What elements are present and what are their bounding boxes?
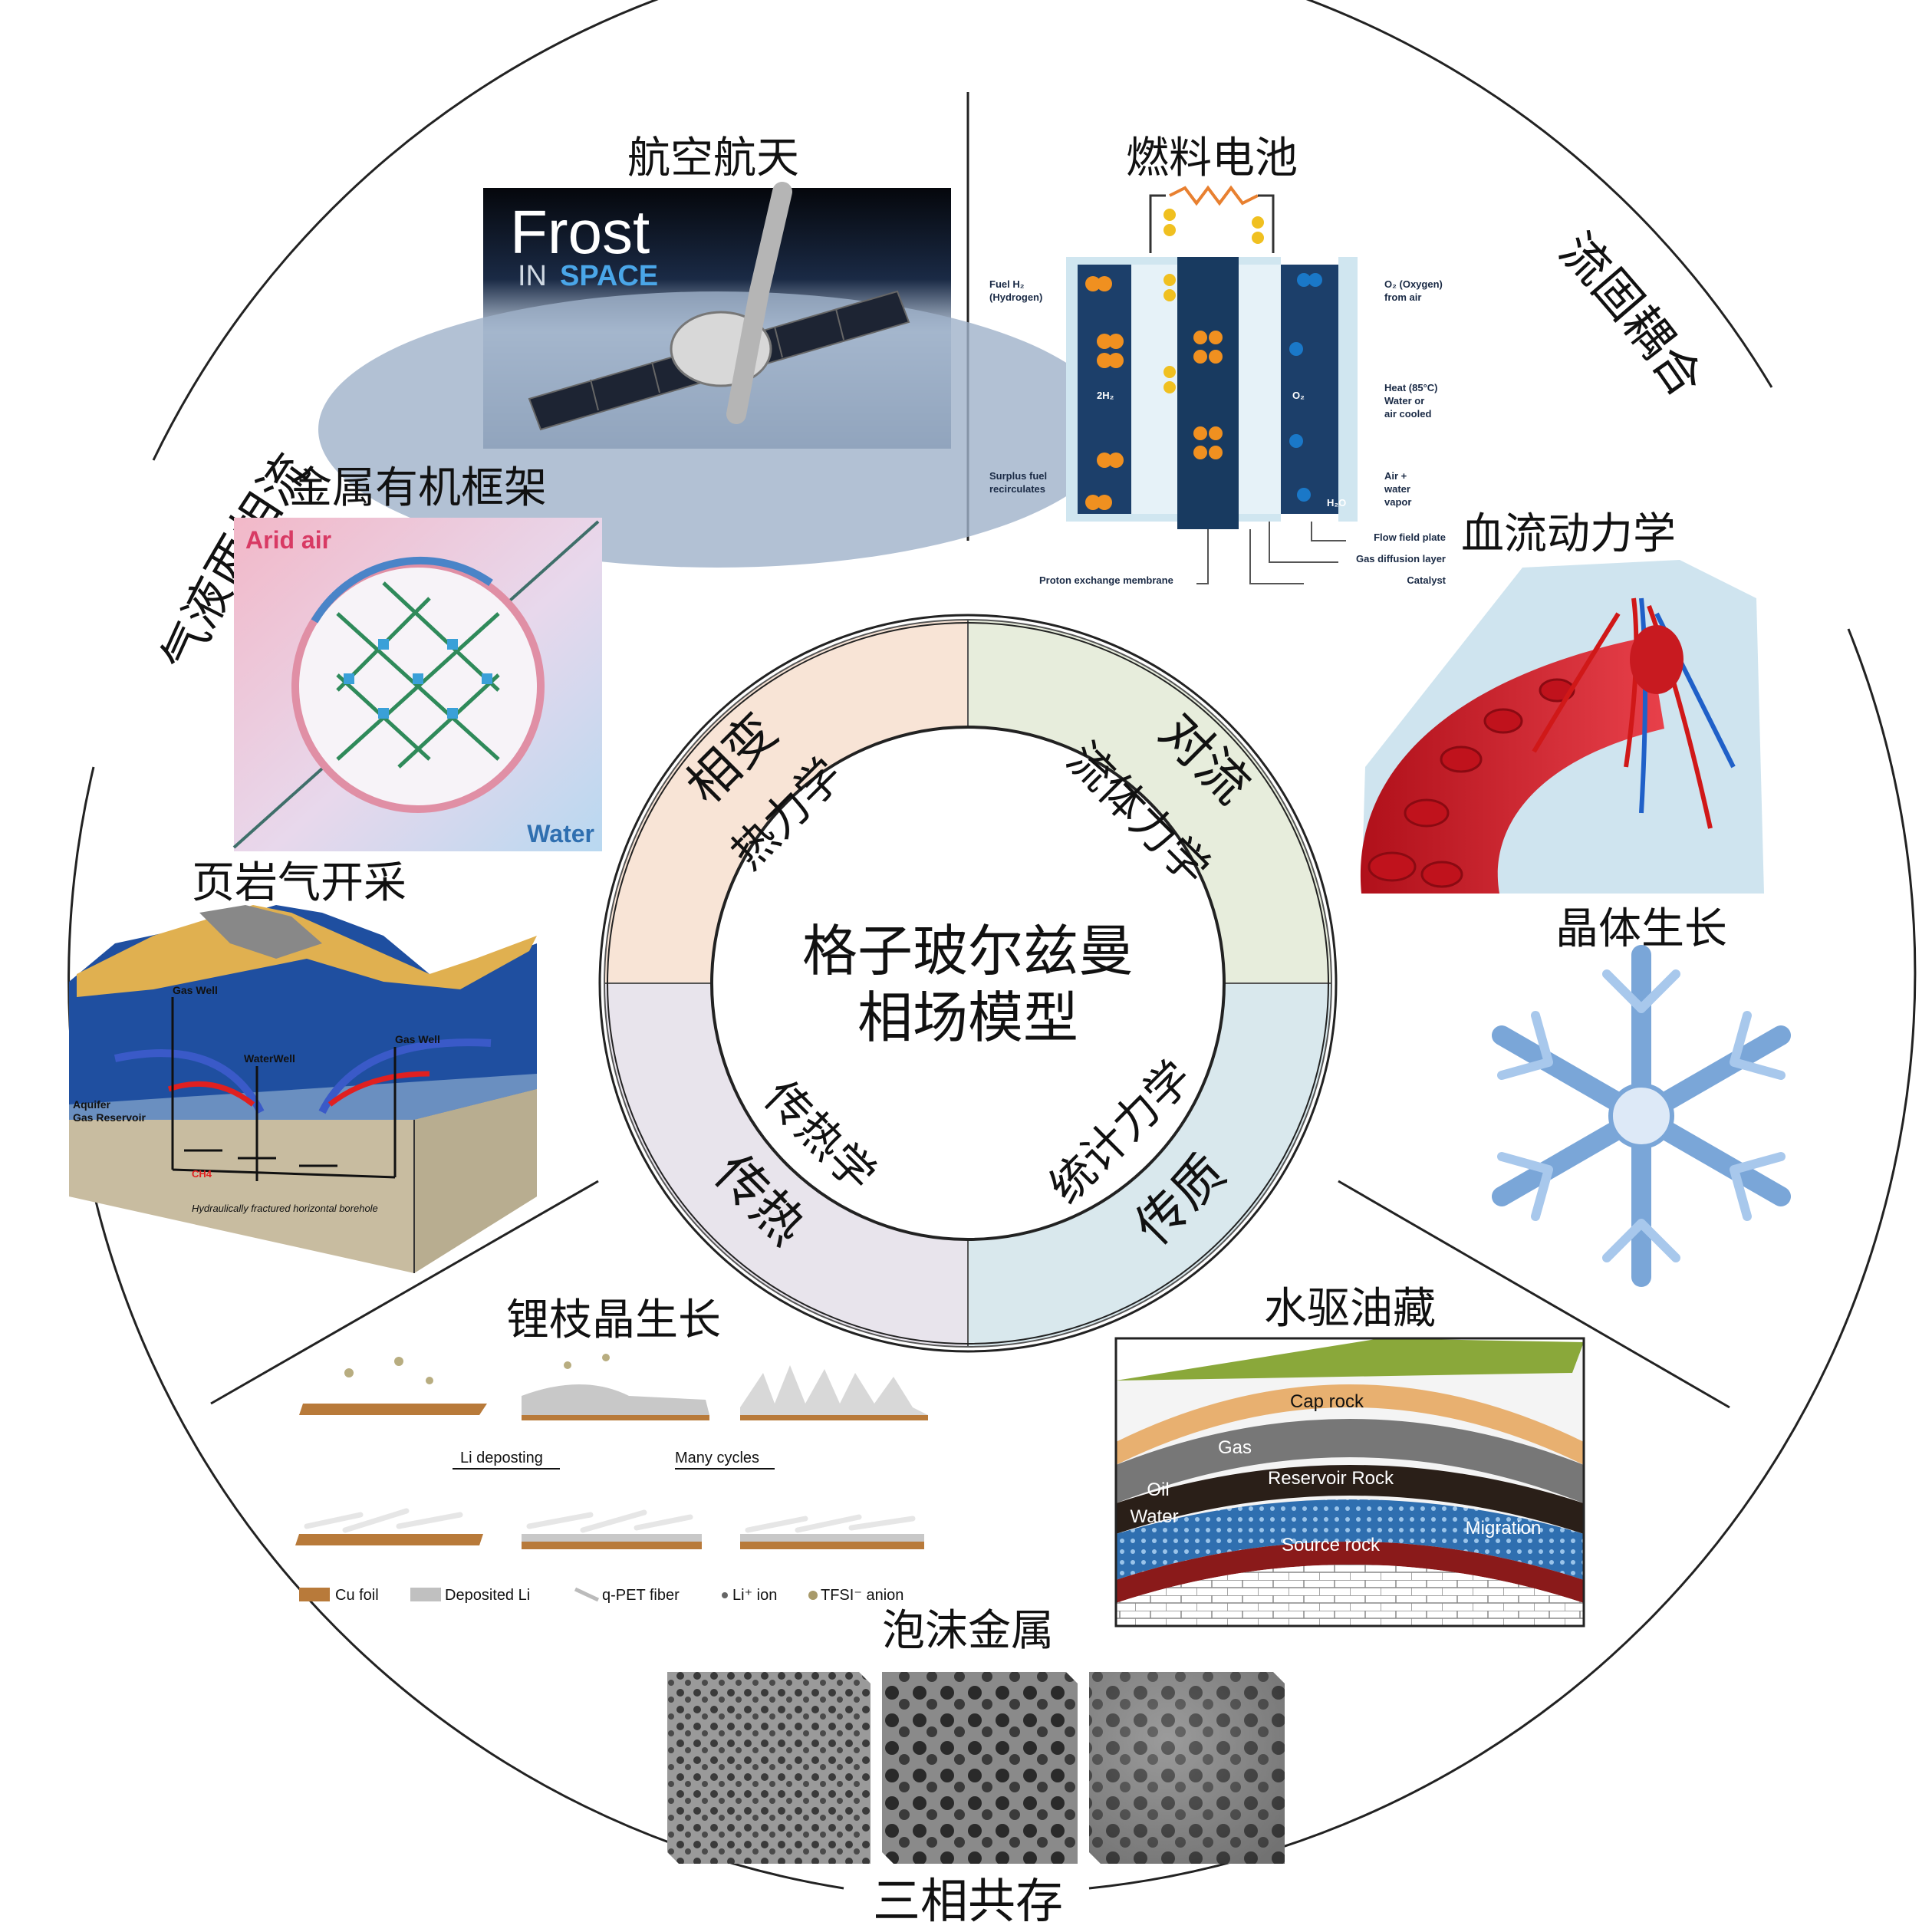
app-mof: 金属有机框架 Arid air Water: [232, 463, 602, 851]
frost-title: Frost: [510, 198, 650, 266]
app-foam: 泡沫金属: [667, 1606, 1285, 1864]
app-oil: 水驱油藏 Cap rock Gas Oil Reservoir Rock Wat…: [1114, 1284, 1585, 1628]
shale-aquifer: Aquifer: [73, 1098, 111, 1111]
legend-deposited-li: Deposited Li: [445, 1587, 530, 1604]
aerospace-image: Frost IN SPACE: [318, 182, 1116, 568]
app-mof-label: 金属有机框架: [289, 463, 547, 513]
mof-image: Arid air Water: [232, 518, 602, 851]
fuel-cell-image: 2H₂ O₂ H₂O Fuel H₂ (Hydrogen) O₂ (Oxygen…: [989, 185, 1447, 586]
app-crystal: 晶体生长: [1492, 904, 1791, 1287]
air-3: vapor: [1384, 496, 1411, 508]
app-aerospace-label: 航空航天: [627, 133, 799, 183]
legend-cu-foil: Cu foil: [335, 1587, 379, 1604]
oil-reservoir-rock: Reservoir Rock: [1268, 1468, 1394, 1489]
app-aerospace: 航空航天 Frost IN SPACE: [318, 133, 1116, 568]
oil-gas: Gas: [1218, 1437, 1252, 1458]
oil-source-rock: Source rock: [1282, 1535, 1381, 1555]
metal-foam-image: [667, 1672, 1285, 1864]
mof-arid-air: Arid air: [245, 526, 331, 554]
oil-oil: Oil: [1147, 1479, 1169, 1500]
app-dendrite-label: 锂枝晶生长: [506, 1295, 721, 1345]
app-shale: 页岩气开采 Gas Well WaterWell Gas Well Aquife…: [69, 858, 537, 1273]
fuel-in-2: (Hydrogen): [989, 291, 1042, 303]
o2-in: O₂ (Oxygen): [1384, 278, 1443, 290]
app-oil-label: 水驱油藏: [1264, 1284, 1436, 1334]
app-fuel-cell-label: 燃料电池: [1126, 133, 1298, 183]
legend-li-ion: Li⁺ ion: [732, 1587, 777, 1604]
fuel-in: Fuel H₂: [989, 278, 1025, 290]
fuel-cell-o2: O₂: [1292, 390, 1305, 401]
dendrite-image: Li deposting Many cycles Cu foil Deposit…: [295, 1354, 928, 1604]
legend-q-pet: q-PET fiber: [602, 1587, 680, 1604]
heat-3: air cooled: [1384, 408, 1431, 420]
fuel-cell-2h2: 2H₂: [1097, 390, 1114, 401]
gas-diffusion-layer: Gas diffusion layer: [1356, 553, 1446, 564]
app-blood: 血流动力学: [1360, 509, 1764, 894]
app-foam-label: 泡沫金属: [882, 1606, 1054, 1656]
heat-1: Heat (85°C): [1384, 382, 1438, 393]
shale-gas-well-1: Gas Well: [173, 984, 218, 996]
legend-tfsi: TFSI⁻ anion: [821, 1587, 903, 1604]
app-fuel-cell: 燃料电池: [989, 133, 1447, 586]
app-blood-label: 血流动力学: [1461, 509, 1676, 559]
blood-image: [1360, 560, 1764, 894]
surplus-2: recirculates: [989, 483, 1045, 495]
sector-fluid-solid-title: 流固耦合: [1549, 222, 1713, 406]
shale-image: Gas Well WaterWell Gas Well Aquifer Gas …: [69, 905, 537, 1273]
dendrite-step2: Many cycles: [675, 1450, 759, 1466]
heat-2: Water or: [1384, 395, 1424, 406]
flow-field-plate: Flow field plate: [1374, 532, 1446, 543]
center-title-line1: 格子玻尔兹曼: [802, 919, 1134, 983]
frost-space: SPACE: [560, 260, 658, 292]
fuel-cell-h2o: H₂O: [1327, 497, 1346, 509]
frost-in: IN: [518, 260, 547, 292]
central-ring: [598, 614, 1338, 1353]
oil-migration: Migration: [1466, 1518, 1542, 1539]
app-dendrite: 锂枝晶生长 Li deposting Many cycles: [295, 1295, 928, 1604]
oil-cap-rock: Cap rock: [1290, 1391, 1364, 1412]
shale-water-well: WaterWell: [244, 1052, 295, 1065]
center-title-line2: 相场模型: [857, 986, 1078, 1050]
mof-water: Water: [527, 820, 594, 848]
sector-three-phase-title: 三相共存: [873, 1873, 1063, 1929]
app-shale-label: 页岩气开采: [192, 858, 406, 908]
oil-reservoir-image: Cap rock Gas Oil Reservoir Rock Water So…: [1114, 1337, 1585, 1628]
o2-in-2: from air: [1384, 291, 1421, 303]
catalyst-label: Catalyst: [1407, 574, 1446, 586]
pem-label: Proton exchange membrane: [1039, 574, 1173, 586]
surplus-1: Surplus fuel: [989, 470, 1047, 482]
dendrite-step1: Li deposting: [460, 1450, 543, 1466]
shale-ch4: CH4: [192, 1168, 212, 1180]
shale-gas-well-2: Gas Well: [395, 1033, 440, 1045]
snowflake-image: [1492, 945, 1791, 1287]
shale-borehole: Hydraulically fractured horizontal boreh…: [192, 1203, 378, 1214]
air-1: Air +: [1384, 470, 1407, 482]
shale-reservoir: Gas Reservoir: [73, 1111, 146, 1124]
oil-water: Water: [1130, 1506, 1178, 1527]
air-2: water: [1384, 483, 1410, 495]
